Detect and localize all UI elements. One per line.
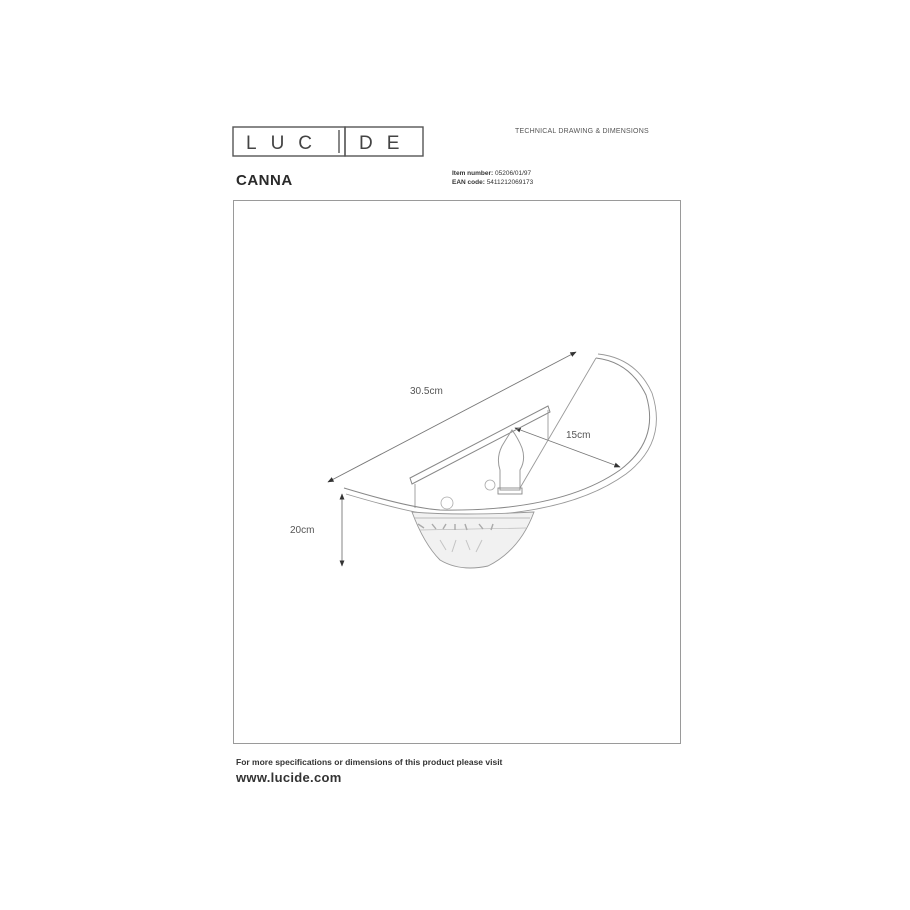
item-number-label: Item number: [452,170,494,177]
item-number-value: 05206/01/97 [494,170,532,177]
svg-text:LUC: LUC [246,133,326,154]
length-dimension-line [327,351,577,483]
item-number-row: Item number: 05206/01/97 [452,169,533,178]
length-dimension-label: 30.5cm [410,386,443,397]
depth-dimension-line [514,427,621,468]
ean-label: EAN code: [452,179,485,186]
depth-dimension-label: 15cm [566,430,591,441]
svg-text:DE: DE [359,133,413,154]
brand-logo: LUC DE [232,126,424,157]
ean-row: EAN code: 5411212069173 [452,178,533,187]
drawing-frame [233,200,681,744]
lucide-logo-icon: LUC DE [232,126,424,157]
height-dimension-label: 20cm [290,525,315,536]
product-name: CANNA [236,172,293,189]
website-link[interactable]: www.lucide.com [236,770,342,785]
product-meta: Item number: 05206/01/97 EAN code: 54112… [452,169,533,187]
ean-value: 5411212069173 [486,179,534,186]
footer-note: For more specifications or dimensions of… [236,757,503,767]
document-type: Technical drawing & dimensions [515,128,649,135]
